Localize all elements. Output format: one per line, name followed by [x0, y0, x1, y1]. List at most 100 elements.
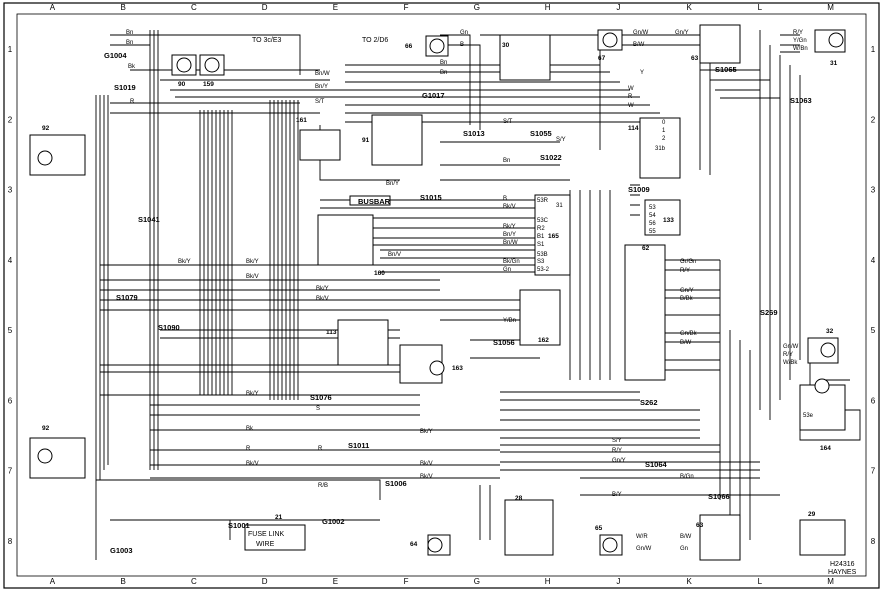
comp-num-161: 161 [296, 117, 307, 124]
splice-s1015: S1015 [420, 193, 442, 202]
busbar-label: BUSBAR [358, 197, 391, 206]
ground-g1004: G1004 [104, 51, 127, 60]
wire-code: R/B [318, 483, 328, 489]
wire-code: Bn/Y [503, 232, 516, 238]
wire-code: Bn [440, 70, 447, 76]
grid-column-label: L [758, 577, 763, 586]
grid-column-label: E [333, 3, 338, 12]
grid-column-label: C [191, 3, 197, 12]
motor-icon [204, 57, 220, 73]
wire-code: Gn [460, 30, 468, 36]
ref-to-3c: TO 3c/E3 [252, 37, 282, 44]
grid-row-label: 6 [8, 396, 13, 405]
component-114 [639, 117, 681, 179]
grid-row-label: 7 [871, 467, 876, 476]
wire-code: Gn [680, 546, 688, 552]
comp-num-31: 31 [830, 60, 838, 67]
grid-column-label: M [827, 3, 834, 12]
component-165 [534, 194, 571, 276]
grid-row-label: 5 [871, 326, 876, 335]
grid-column-label: K [686, 3, 692, 12]
motor-icon [37, 448, 53, 464]
grid-column-label: F [404, 577, 409, 586]
wire-code: R/Y [680, 268, 690, 274]
grid-row-label: 1 [871, 45, 876, 54]
grid-column-label: A [50, 577, 56, 586]
wire-code: R/Y [783, 352, 793, 358]
wire-code: S/Y [612, 438, 622, 444]
comp-num-29: 29 [808, 511, 816, 518]
comp-num-92b: 92 [42, 425, 50, 432]
wire-code: Bn [126, 30, 133, 36]
splice-s1013: S1013 [463, 129, 485, 138]
wire-code: B/W [633, 42, 645, 48]
wire-code: W [628, 103, 634, 109]
motor-icon [602, 537, 618, 553]
pin-label: 53B [537, 252, 548, 258]
wire-code: Gn/W [636, 546, 652, 552]
wire-code: W/Bn [793, 46, 808, 52]
grid-column-label: B [120, 577, 125, 586]
comp-num-90: 90 [178, 81, 186, 88]
motor-icon [429, 360, 445, 376]
grid-column-label: M [827, 577, 834, 586]
motor-icon [820, 342, 836, 358]
labels-layer: TO 3c/E3 TO 2/D6 BUSBAR FUSE LINK WIRE H… [42, 30, 857, 576]
component-63-upper [699, 24, 741, 64]
splice-s1063: S1063 [790, 96, 812, 105]
fuse-link-box [244, 524, 306, 551]
component-133 [644, 199, 681, 236]
grid-row-label: 5 [8, 326, 13, 335]
wire-code: Gn/Bk [680, 331, 698, 337]
ref-to-2: TO 2/D6 [362, 37, 388, 44]
splice-s1056: S1056 [493, 338, 515, 347]
pin-label: 54 [649, 213, 656, 219]
fuse-link-label: FUSE LINK [248, 531, 285, 538]
comp-num-63b: 63 [696, 522, 704, 529]
splice-s262: S262 [640, 398, 658, 407]
grid-column-label: B [120, 3, 125, 12]
grid-column-label: J [616, 3, 620, 12]
motor-icon [429, 38, 445, 54]
grid-row-label: 2 [8, 115, 13, 124]
component-91 [371, 114, 423, 166]
comp-num-133: 133 [663, 217, 674, 224]
wire-code: Bk/Y [246, 391, 259, 397]
wire-code: R [130, 99, 135, 105]
wire-code: Gn/W [783, 344, 799, 350]
grid-column-label: G [474, 3, 480, 12]
motor-icon [176, 57, 192, 73]
wire-code: R [318, 446, 323, 452]
comp-num-66: 66 [405, 43, 413, 50]
component-161 [299, 129, 341, 161]
wire-code: Bk/Y [503, 224, 516, 230]
wire-code: S/T [503, 119, 513, 125]
splice-s1055: S1055 [530, 129, 552, 138]
comp-num-113: 113 [326, 329, 337, 336]
wire-code: Bk/Y [246, 259, 259, 265]
motor-icon [814, 378, 830, 394]
wire-code: Bn/Y [315, 84, 328, 90]
wire-code: Gn/Y [680, 288, 694, 294]
comp-num-159: 159 [203, 81, 214, 88]
wire-code: Bk/V [420, 461, 433, 467]
wire-code: Bn/V [388, 252, 401, 258]
grid-column-label: L [758, 3, 763, 12]
wire-code: Bk/V [316, 296, 329, 302]
comp-num-63a: 63 [691, 55, 699, 62]
comp-num-92a: 92 [42, 125, 50, 132]
comp-num-114: 114 [628, 125, 639, 132]
wire-code: Gn [503, 267, 511, 273]
pin-label: S3 [537, 259, 545, 265]
splice-s1001: S1001 [228, 521, 250, 530]
motor-icon [828, 32, 844, 48]
splice-s1019: S1019 [114, 83, 136, 92]
wire-code: W [628, 86, 634, 92]
component-113 [337, 319, 389, 366]
wire-code: Bn/Y [386, 181, 399, 187]
splice-s1090: S1090 [158, 323, 180, 332]
splice-s1009: S1009 [628, 185, 650, 194]
grid-row-label: 4 [8, 256, 13, 265]
